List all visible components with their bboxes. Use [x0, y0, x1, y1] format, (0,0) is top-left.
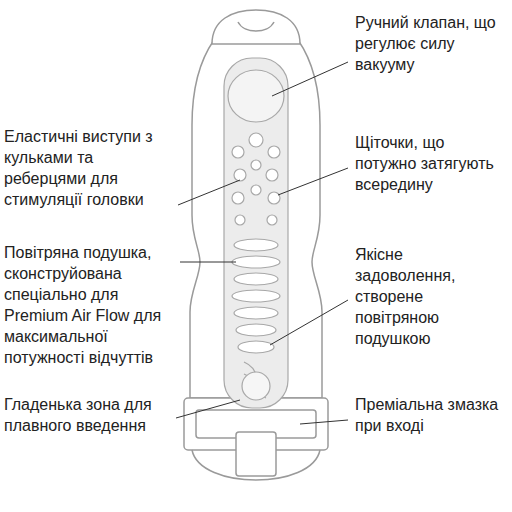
leader-line: [176, 400, 240, 418]
entry-ball: [242, 372, 270, 400]
leader-line: [270, 300, 348, 345]
leader-line: [272, 62, 348, 96]
inner-sleeve: [224, 58, 288, 408]
callout-label: Ручний клапан, що регулює силу вакууму: [355, 12, 507, 75]
callout-label: Якісне задоволення, створене повітряною …: [355, 244, 507, 349]
base-tab: [236, 432, 276, 476]
valve: [238, 22, 274, 31]
callout-label: Гладенька зона для плавного введення: [4, 394, 174, 436]
leader-line: [300, 420, 348, 424]
ribs: [232, 239, 280, 353]
bottom-curve: [192, 450, 320, 480]
head-chamber: [228, 70, 284, 122]
leader-line: [180, 262, 236, 263]
callout-label: Повітряна подушка, сконструйована спеціа…: [4, 242, 176, 368]
callout-label: Преміальна змазка при вході: [355, 394, 507, 436]
leader-line: [178, 180, 240, 205]
top-cap: [212, 10, 300, 44]
nubs: [232, 133, 280, 225]
callout-label: Еластичні виступи з кульками та реберцям…: [4, 126, 174, 210]
callout-label: Щіточки, що потужно затягують всередину: [355, 132, 507, 195]
leader-line: [278, 168, 348, 195]
